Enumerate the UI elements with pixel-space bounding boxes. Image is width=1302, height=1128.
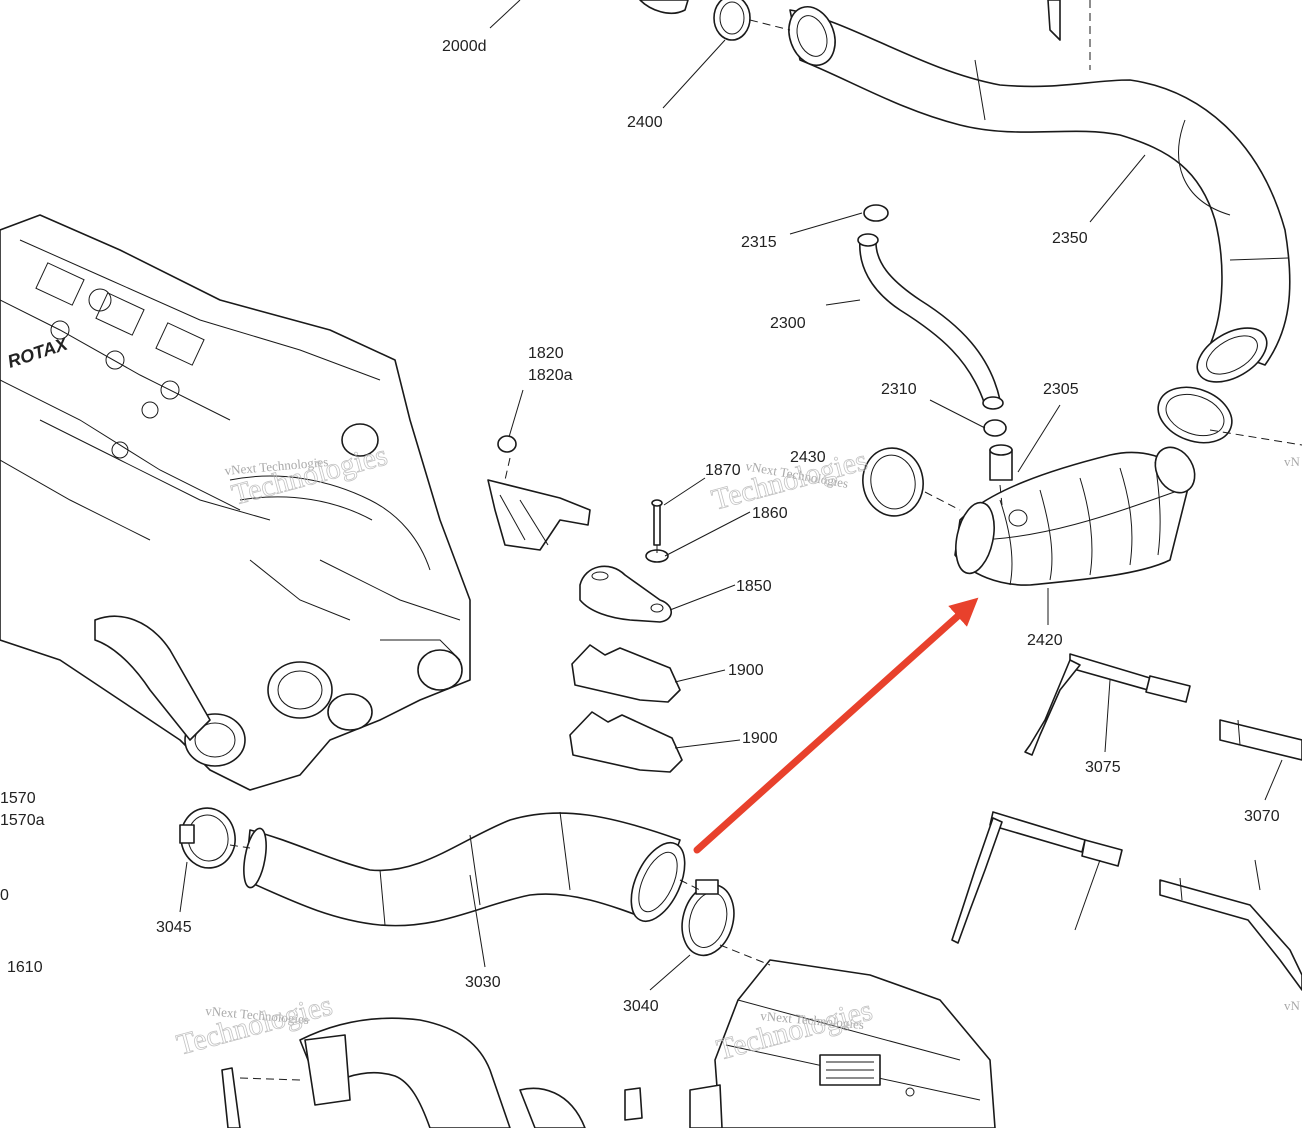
callout-3075: 3075	[1085, 759, 1121, 776]
clamp-2430	[862, 447, 924, 517]
clamp-3040	[681, 879, 735, 957]
callout-2305: 2305	[1043, 381, 1079, 398]
hose-lower-left	[221, 1017, 586, 1128]
bracket-3070-lower	[1159, 877, 1302, 991]
callout-1860: 1860	[752, 505, 788, 522]
callout-2310: 2310	[881, 381, 917, 398]
hose-3030	[243, 811, 686, 927]
callout-3045: 3045	[156, 919, 192, 936]
callout-2300: 2300	[770, 315, 806, 332]
bracket-assembly	[487, 435, 673, 623]
shim-1900-a	[571, 644, 681, 703]
watermark-edge-2: vN	[1284, 998, 1301, 1013]
leader-lines	[179, 0, 1283, 991]
watermark-edge-1: vN	[1284, 454, 1301, 469]
callout-2000d: 2000d	[442, 38, 487, 55]
callout-1570: 1570	[0, 790, 36, 807]
callout-2350: 2350	[1052, 230, 1088, 247]
callout-1870: 1870	[705, 462, 741, 479]
callout-1610: 1610	[7, 959, 43, 976]
clamp-3045	[179, 807, 236, 869]
bracket-3075-lower	[951, 811, 1123, 944]
dashed-lines	[229, 0, 1302, 1081]
elbow-hose-2420	[954, 446, 1196, 586]
callout-labels: 2000d 2400 2350 2315 2300 2310 2305 1820…	[0, 38, 1280, 1015]
intercooler-assembly	[624, 959, 996, 1128]
hose-2350	[788, 6, 1291, 383]
callout-2430: 2430	[790, 449, 826, 466]
clamp-2400	[639, 0, 751, 41]
shim-1900-b	[569, 711, 683, 773]
top-right-pipe	[1047, 0, 1061, 41]
callout-2400: 2400	[627, 114, 663, 131]
callout-0: 0	[0, 887, 9, 904]
callout-1900-a: 1900	[728, 662, 764, 679]
callout-3070: 3070	[1244, 808, 1280, 825]
callout-3030: 3030	[465, 974, 501, 991]
engine-assembly: ROTAX	[0, 214, 471, 791]
callout-1820a: 1820a	[528, 367, 573, 384]
bracket-3075-upper	[1024, 653, 1191, 756]
bracket-3070-upper	[1219, 719, 1302, 761]
callout-1570a: 1570a	[0, 812, 45, 829]
callout-3040: 3040	[623, 998, 659, 1015]
small-hose-2300	[857, 204, 1013, 481]
annotation-arrow	[693, 597, 979, 854]
callout-1900-b: 1900	[742, 730, 778, 747]
callout-1820: 1820	[528, 345, 564, 362]
callout-2315: 2315	[741, 234, 777, 251]
callout-1850: 1850	[736, 578, 772, 595]
clamp-right	[1157, 386, 1233, 444]
callout-2420: 2420	[1027, 632, 1063, 649]
